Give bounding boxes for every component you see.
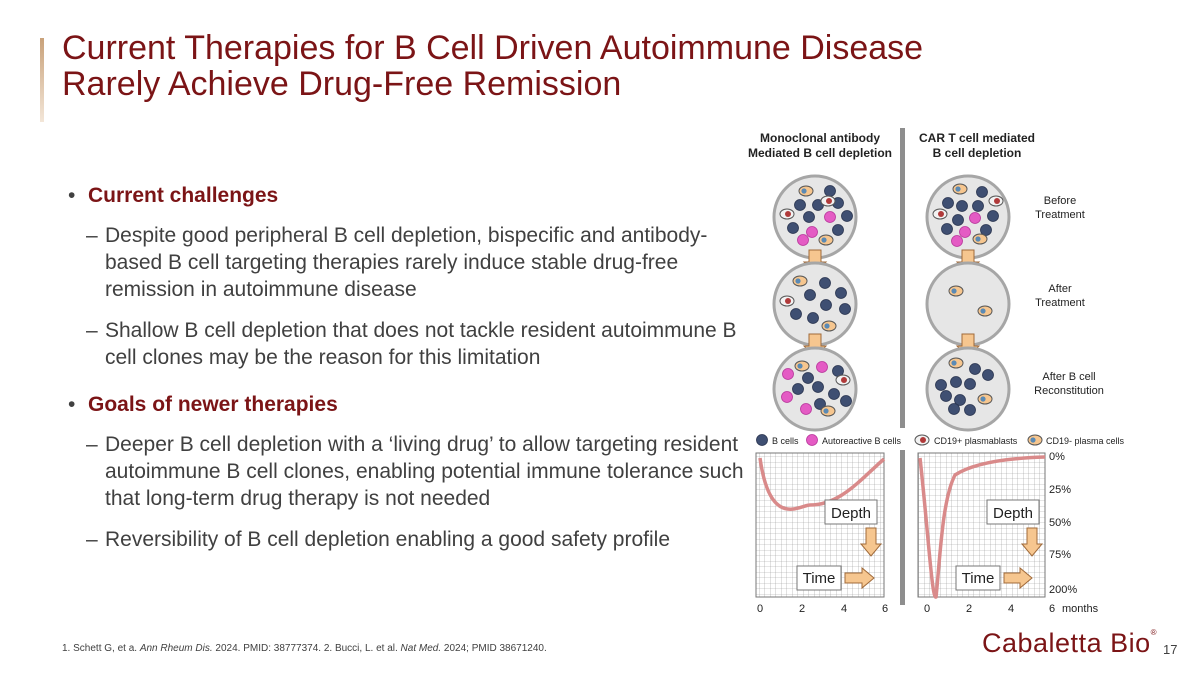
sub-bullet: –Shallow B cell depletion that does not … bbox=[86, 319, 737, 369]
x-tick: 0 bbox=[757, 603, 763, 615]
column-divider-bottom bbox=[900, 450, 905, 605]
mab-reconstitution-circle bbox=[772, 346, 858, 432]
stage-reconstitution-line2: Reconstitution bbox=[1034, 385, 1104, 397]
col1-header-line2: Mediated B cell depletion bbox=[748, 146, 892, 160]
col1-header-line1: Monoclonal antibody bbox=[760, 131, 880, 145]
stage-after-line2: Treatment bbox=[1035, 297, 1085, 309]
time-arrow-icon bbox=[1003, 566, 1033, 590]
x-tick: 4 bbox=[841, 603, 847, 615]
bullet-list: Current challenges –Despite good periphe… bbox=[68, 184, 748, 567]
y-tick: 50% bbox=[1049, 517, 1071, 529]
company-logo: Cabaletta Bio® bbox=[982, 628, 1157, 659]
bullet-heading-current-challenges: Current challenges bbox=[68, 184, 748, 208]
sub-bullet-text: Shallow B cell depletion that does not t… bbox=[105, 319, 737, 369]
references-footnote: 1. Schett G, et a. Ann Rheum Dis. 2024. … bbox=[62, 643, 547, 654]
sub-bullet: –Reversibility of B cell depletion enabl… bbox=[86, 528, 671, 551]
mab-after-treatment-circle bbox=[772, 261, 858, 347]
title-line-1: Current Therapies for B Cell Driven Auto… bbox=[62, 29, 924, 67]
legend-autoreactive: Autoreactive B cells bbox=[822, 436, 902, 446]
b-cell-legend-icon bbox=[756, 434, 768, 446]
sub-bullet-text: Deeper B cell depletion with a ‘living d… bbox=[105, 433, 744, 510]
depth-arrow-icon bbox=[1020, 527, 1044, 557]
sub-bullet: –Deeper B cell depletion with a ‘living … bbox=[86, 433, 744, 510]
col2-header-line1: CAR T cell mediated bbox=[919, 131, 1035, 145]
registered-mark: ® bbox=[1150, 628, 1158, 637]
legend-b-cells: B cells bbox=[772, 436, 799, 446]
x-unit: months bbox=[1062, 603, 1099, 615]
sub-bullet-text: Reversibility of B cell depletion enabli… bbox=[105, 528, 671, 551]
cart-reconstitution-circle bbox=[925, 346, 1011, 432]
y-tick: 25% bbox=[1049, 484, 1071, 496]
x-tick: 2 bbox=[966, 603, 972, 615]
sub-bullet-text: Despite good peripheral B cell depletion… bbox=[105, 224, 708, 301]
mab-depletion-curve bbox=[758, 457, 886, 511]
stage-after-line1: After bbox=[1048, 283, 1072, 295]
y-tick: 200% bbox=[1049, 584, 1077, 596]
depth-label: Depth bbox=[993, 505, 1033, 522]
x-tick: 0 bbox=[924, 603, 930, 615]
legend-plasmablasts: CD19+ plasmablasts bbox=[934, 436, 1018, 446]
time-label: Time bbox=[803, 570, 836, 587]
sub-bullet: –Despite good peripheral B cell depletio… bbox=[86, 224, 708, 301]
stage-reconstitution-line1: After B cell bbox=[1042, 371, 1095, 383]
depth-label: Depth bbox=[831, 505, 871, 522]
plasma-cell-legend-icon bbox=[1027, 434, 1043, 446]
page-number: 17 bbox=[1163, 642, 1178, 657]
mab-depletion-graph: Depth Time 0 2 4 6 bbox=[755, 452, 888, 615]
footnote-text: 1. Schett G, et a. bbox=[62, 643, 140, 654]
depth-arrow-icon bbox=[859, 527, 883, 557]
time-label: Time bbox=[962, 570, 995, 587]
logo-text: Cabaletta Bio bbox=[982, 628, 1151, 658]
x-tick: 4 bbox=[1008, 603, 1014, 615]
autoreactive-cell-legend-icon bbox=[806, 434, 818, 446]
x-tick: 6 bbox=[1049, 603, 1055, 615]
footnote-journal: Nat Med. bbox=[400, 643, 442, 654]
stage-before-line2: Treatment bbox=[1035, 209, 1085, 221]
footnote-text: 2024. PMID: 38777374. 2. Bucci, L. et al… bbox=[212, 643, 401, 654]
title-line-2: Rarely Achieve Drug-Free Remission bbox=[62, 65, 622, 103]
y-tick: 75% bbox=[1049, 549, 1071, 561]
legend-plasma-cells: CD19- plasma cells bbox=[1046, 436, 1125, 446]
column-divider-top bbox=[900, 128, 905, 428]
cart-depletion-graph: Depth Time 0 2 4 6 months 0% 25% 50% 75%… bbox=[917, 451, 1099, 615]
bullet-heading-goals: Goals of newer therapies bbox=[68, 393, 748, 417]
title-accent-bar bbox=[40, 38, 44, 122]
cart-depletion-curve bbox=[918, 455, 1046, 599]
footnote-text: 2024; PMID 38671240. bbox=[441, 643, 547, 654]
cart-after-treatment-circle bbox=[925, 261, 1011, 347]
time-arrow-icon bbox=[844, 566, 875, 590]
y-tick: 0% bbox=[1049, 451, 1065, 463]
stage-before-line1: Before bbox=[1044, 195, 1076, 207]
cell-legend: B cells Autoreactive B cells CD19+ plasm… bbox=[756, 434, 1125, 446]
cart-before-circle bbox=[925, 174, 1011, 260]
footnote-journal: Ann Rheum Dis. bbox=[139, 643, 213, 654]
plasmablast-legend-icon bbox=[914, 434, 930, 446]
x-tick: 6 bbox=[882, 603, 888, 615]
mab-before-circle bbox=[772, 174, 858, 260]
slide-title: Current Therapies for B Cell Driven Auto… bbox=[62, 30, 1062, 102]
col2-header-line2: B cell depletion bbox=[933, 146, 1022, 160]
x-tick: 2 bbox=[799, 603, 805, 615]
